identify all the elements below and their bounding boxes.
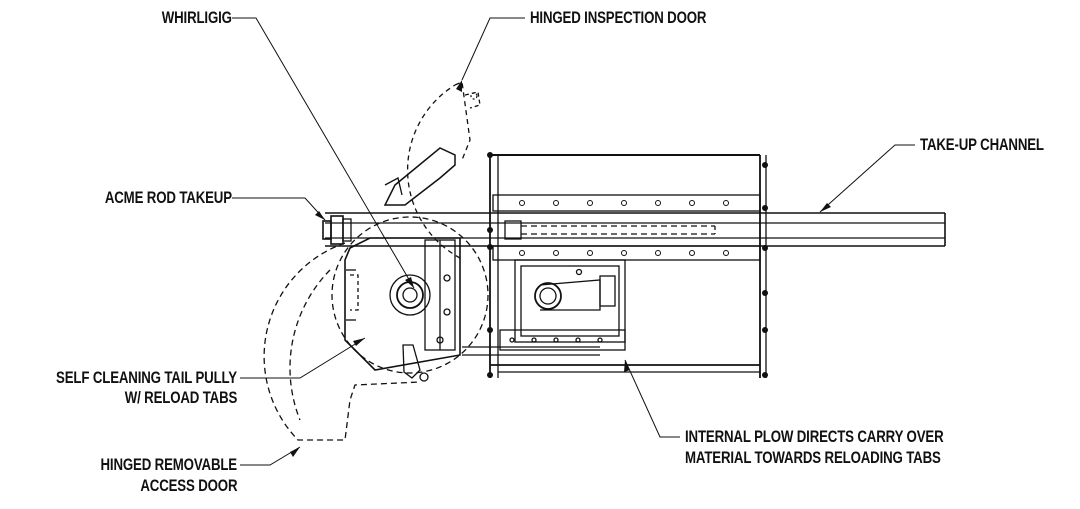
label-internal-plow-line2: MATERIAL TOWARDS RELOADING TABS	[685, 448, 941, 467]
label-hinged-removable-access-door-line2: ACCESS DOOR	[139, 476, 237, 495]
acme-rod-takeup-drawing	[322, 215, 352, 245]
label-hinged-inspection-door: HINGED INSPECTION DOOR	[530, 8, 707, 27]
label-self-cleaning-tail-pully-line1: SELF CLEANING TAIL PULLY	[56, 368, 237, 387]
leader-hinged-removable-access-door	[240, 446, 301, 466]
leader-internal-plow	[624, 359, 680, 438]
label-acme-rod-takeup: ACME ROD TAKEUP	[104, 188, 232, 207]
tail-housing-frame	[487, 152, 768, 378]
label-hinged-removable-access-door-line1: HINGED REMOVABLE	[100, 455, 238, 474]
hinged-removable-access-door-drawing	[263, 242, 421, 441]
label-whirligig: WHIRLIGIG	[161, 8, 232, 27]
leader-arrowheads	[290, 80, 831, 457]
hinged-inspection-door-drawing	[383, 81, 481, 259]
leader-hinged-inspection-door	[461, 17, 525, 81]
label-self-cleaning-tail-pully-line2: W/ RELOAD TABS	[124, 388, 238, 407]
take-up-channel-drawing	[325, 212, 946, 247]
leader-lines	[232, 17, 915, 466]
leader-take-up-channel	[819, 144, 915, 213]
leader-acme-rod-takeup	[232, 197, 326, 221]
leader-self-cleaning-tail-pully	[240, 337, 366, 379]
internal-plow-drawing	[499, 259, 626, 351]
label-take-up-channel: TAKE-UP CHANNEL	[920, 135, 1044, 154]
label-internal-plow-line1: INTERNAL PLOW DIRECTS CARRY OVER	[685, 427, 944, 446]
leader-whirligig	[232, 17, 415, 289]
